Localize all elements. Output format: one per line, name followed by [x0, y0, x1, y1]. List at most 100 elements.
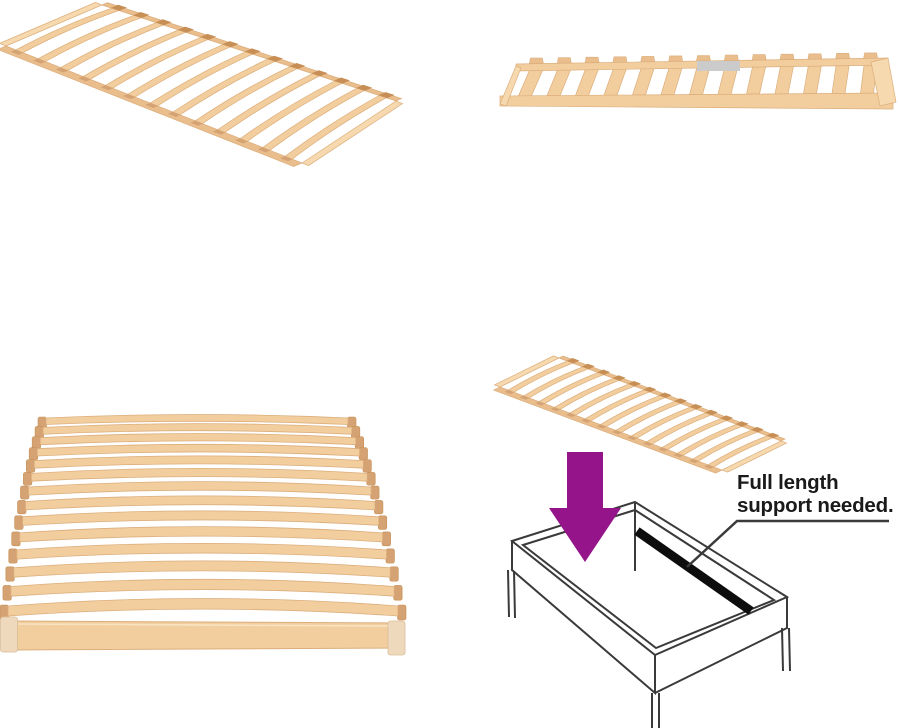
- slat-holder: [389, 566, 399, 582]
- slat-holder: [584, 56, 600, 63]
- slat-holder: [596, 424, 607, 429]
- slat-holder: [565, 413, 576, 417]
- slat-holder: [377, 515, 388, 530]
- slat-holder: [535, 401, 545, 406]
- down-arrow-icon: [549, 452, 621, 562]
- slat: [831, 64, 850, 94]
- slat-holder: [378, 92, 395, 99]
- slat-holder: [393, 585, 403, 601]
- slat: [630, 406, 697, 439]
- slat-holder: [222, 41, 239, 48]
- slat: [660, 67, 683, 96]
- bed-base-diagram-photo: [492, 355, 788, 474]
- slat-holder: [612, 375, 626, 381]
- slat: [517, 69, 544, 97]
- end-cap: [387, 620, 406, 656]
- frame-line: [509, 500, 790, 657]
- slat: [774, 65, 795, 95]
- slat-holder: [358, 447, 368, 461]
- frame-line: [781, 627, 791, 672]
- slat-holder: [385, 548, 395, 564]
- slat-holder: [566, 358, 580, 364]
- slat-holder: [5, 566, 15, 582]
- slat: [149, 51, 254, 107]
- slat-holder: [31, 436, 41, 449]
- slat-holder: [612, 430, 622, 435]
- slat: [261, 87, 365, 151]
- slat: [632, 67, 655, 96]
- slat-holder: [628, 381, 641, 387]
- slat-holder: [200, 33, 217, 40]
- slat-holder: [705, 409, 718, 416]
- near-rail: [499, 92, 894, 110]
- slat-holder: [244, 48, 261, 55]
- frame-line: [651, 693, 660, 728]
- slat-holder: [370, 485, 380, 500]
- slat-holder: [674, 398, 687, 404]
- slat-holder: [23, 472, 33, 486]
- slat-holder: [397, 604, 407, 621]
- slat-holder: [689, 404, 703, 410]
- slat-holder: [17, 500, 27, 515]
- slat-holder: [123, 94, 136, 100]
- slat-holder: [642, 441, 653, 446]
- slat-holder: [704, 464, 714, 469]
- slat-holder: [311, 70, 328, 77]
- slat-holder: [381, 531, 391, 547]
- slat-holder: [696, 55, 711, 62]
- slat-holder: [362, 459, 372, 473]
- slat-holder: [354, 436, 364, 449]
- slat-holder: [100, 85, 113, 91]
- slat-holder: [643, 386, 657, 393]
- slat-holder: [863, 52, 878, 59]
- slat-holder: [28, 447, 39, 461]
- slat-holder: [720, 415, 734, 421]
- slat-holder: [751, 426, 764, 433]
- slat-holder: [735, 421, 749, 427]
- rail-highlight: [9, 623, 397, 627]
- slat: [16, 542, 387, 560]
- slat-holder: [582, 363, 595, 370]
- slat: [33, 455, 364, 469]
- slat: [746, 65, 767, 95]
- slat-holder: [14, 515, 24, 530]
- bed-base-front-perspective: [0, 414, 407, 656]
- slat: [599, 395, 667, 428]
- slat-holder: [504, 390, 515, 395]
- slat-holder: [190, 120, 203, 126]
- bed-base-angled-top-view: [0, 2, 404, 167]
- slat-holder: [779, 53, 795, 60]
- slat: [36, 443, 360, 457]
- slat: [803, 64, 822, 94]
- slat-holder: [751, 54, 767, 61]
- slat-holder: [289, 63, 306, 69]
- slat: [507, 360, 574, 393]
- slat-holder: [257, 147, 271, 153]
- slat-holder: [835, 53, 851, 60]
- slat-holder: [550, 407, 561, 412]
- slat: [42, 423, 353, 435]
- slat-holder: [658, 392, 672, 398]
- slat-holder: [20, 485, 30, 500]
- slat-holder: [519, 395, 530, 400]
- slat: [39, 433, 357, 446]
- end-cap: [499, 65, 522, 107]
- near-rail: [492, 386, 723, 474]
- slat: [689, 66, 711, 95]
- slat: [538, 372, 605, 405]
- slat-holder: [581, 418, 591, 423]
- slat: [31, 467, 368, 482]
- slat-holder: [167, 111, 181, 117]
- slat-holder: [10, 49, 24, 55]
- slat-holder: [658, 447, 668, 452]
- slat-holder: [2, 585, 12, 601]
- slat-holder: [26, 459, 36, 473]
- frame-line: [507, 569, 516, 619]
- slat-holder: [529, 57, 544, 64]
- annotation-line-1: Full length: [737, 471, 839, 494]
- slat: [10, 578, 395, 597]
- slat-holder: [133, 12, 150, 18]
- slat-holder: [33, 58, 46, 64]
- slat-holder: [597, 369, 611, 375]
- slat-holder: [724, 54, 739, 61]
